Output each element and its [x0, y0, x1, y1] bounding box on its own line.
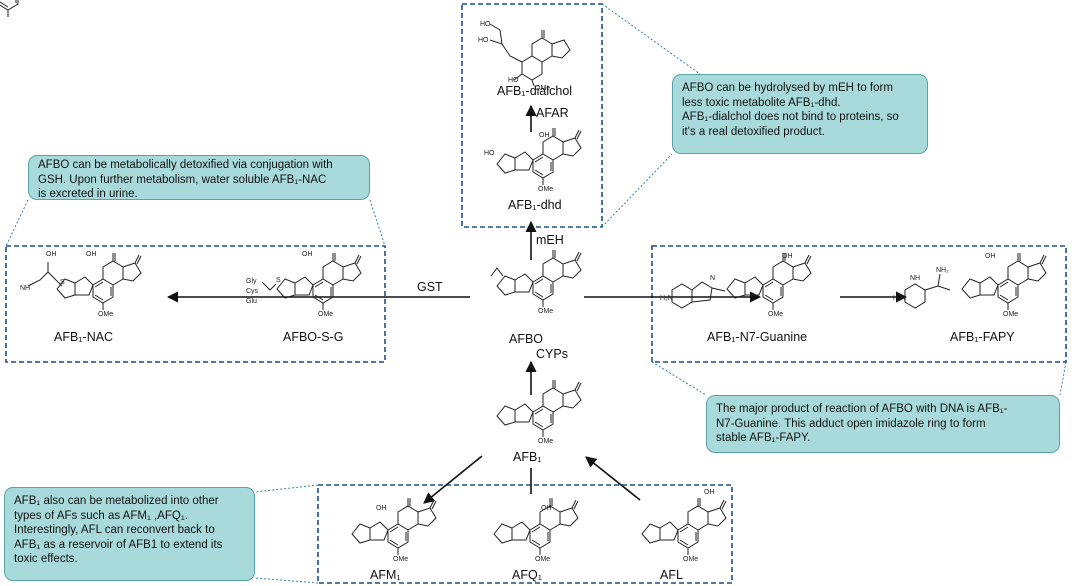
- nac-cooh: OH: [46, 251, 57, 258]
- dhd-ome: OMe: [538, 186, 553, 193]
- fapy-nh: NH: [910, 275, 920, 282]
- structure-afb1-dialchol: [489, 23, 571, 87]
- afbo-s-g-gly: Gly: [246, 278, 257, 285]
- guanine-ring: [671, 281, 726, 309]
- compound-afb1: AFB₁: [513, 450, 542, 464]
- dialchol-ome: OMe: [535, 85, 550, 92]
- compound-afl: AFL: [660, 568, 683, 582]
- structure-fapy-adduct: [961, 252, 1047, 311]
- callout-other-afs: AFB₁ also can be metabolized into other …: [4, 487, 255, 581]
- compound-afb1-nac: AFB₁-NAC: [54, 330, 113, 344]
- structure-afb1: [496, 379, 582, 438]
- dialchol-ho-ring: HO: [508, 77, 519, 84]
- afbo-s-g-ome: OMe: [318, 311, 333, 318]
- compound-afq1: AFQ₁: [512, 568, 542, 582]
- structure-guanine-adduct: [726, 252, 812, 311]
- nac-s: S: [60, 279, 65, 286]
- compound-afb1-dhd: AFB₁-dhd: [508, 198, 562, 212]
- compound-afbo: AFBO: [509, 332, 543, 346]
- enzyme-meh: mEH: [536, 233, 564, 247]
- compound-afm1: AFM₁: [370, 568, 401, 582]
- fapy-nh2: NH₂: [936, 267, 949, 274]
- guanine-n: N: [710, 275, 715, 282]
- leader-lines: [5, 3, 1067, 584]
- dialchol-ho-2: HO: [480, 21, 491, 28]
- structure-afb1-nac: [56, 252, 142, 311]
- fapy-h2n: H₂N: [893, 295, 906, 302]
- enzyme-afar: AFAR: [536, 106, 569, 120]
- nac-ome: OMe: [98, 311, 113, 318]
- afq1-oh: OH: [541, 505, 552, 512]
- dialchol-ho-1: HO: [478, 37, 489, 44]
- compound-afb1-dialchol: AFB₁-dialchol: [497, 84, 572, 98]
- compound-afbo-s-g: AFBO-S-G: [283, 330, 343, 344]
- epoxide-ring: [490, 267, 504, 277]
- guanine-ome: OMe: [768, 311, 783, 318]
- structure-afq1: [493, 497, 579, 556]
- dhd-oh: OH: [539, 132, 550, 139]
- callout-meh-hydrolysis: AFBO can be hydrolysed by mEH to form le…: [672, 74, 928, 154]
- enzyme-gst: GST: [417, 280, 443, 294]
- afl-ome: OMe: [683, 556, 698, 563]
- afbo-ome: OMe: [538, 308, 553, 315]
- compound-afb1-fapy: AFB₁-FAPY: [950, 330, 1015, 344]
- afb1-ome: OMe: [538, 438, 553, 445]
- fapy-oh: OH: [985, 253, 996, 260]
- nac-nh: NH: [20, 285, 30, 292]
- afm1-ome: OMe: [393, 556, 408, 563]
- nac-chain: [27, 262, 63, 287]
- guanine-oh: OH: [782, 253, 793, 260]
- structure-afl: [641, 497, 727, 556]
- enzyme-cyps: CYPs: [536, 347, 568, 361]
- arrow-afb1-to-afm1: [423, 455, 483, 504]
- fapy-ome: OMe: [1003, 311, 1018, 318]
- afq1-ome: OMe: [535, 556, 550, 563]
- afbo-s-g-cys: Cys: [246, 288, 259, 295]
- afbo-s-g-oh: OH: [302, 251, 313, 258]
- callout-dna-adduct: The major product of reaction of AFBO wi…: [706, 395, 1060, 453]
- structure-afm1: [351, 497, 437, 556]
- dna-box: [651, 245, 1067, 363]
- fapy-ring: [904, 273, 951, 309]
- nac-oh: OH: [86, 251, 97, 258]
- guanine-h2n: H₂N: [660, 295, 673, 302]
- gsh-box: [5, 245, 386, 363]
- callout-gsh-detox: AFBO can be metabolically detoxified via…: [28, 155, 370, 200]
- dhd-ho: HO: [484, 150, 495, 157]
- afl-oh: OH: [704, 489, 715, 496]
- glutathione-chain: [261, 281, 277, 291]
- afbo-s-g-glu: Glu: [246, 298, 257, 305]
- afm1-oh: OH: [376, 505, 387, 512]
- compound-afb1-n7-guanine: AFB₁-N7-Guanine: [707, 330, 807, 344]
- afbo-s-g-s: S: [276, 277, 281, 284]
- structure-afbo-s-g: [276, 252, 362, 311]
- aflatoxin-core-structure: [0, 0, 19, 17]
- arrow-afl-to-afb1: [585, 456, 641, 501]
- structure-afbo: [496, 249, 582, 308]
